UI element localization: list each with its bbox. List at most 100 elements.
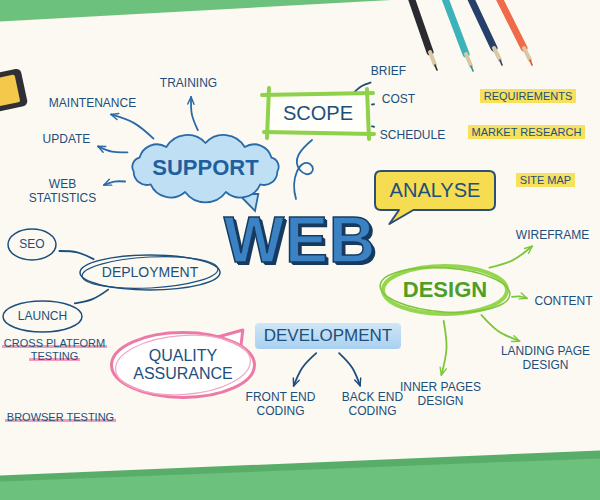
node-label: SUPPORT <box>152 155 258 180</box>
support-cloud: SUPPORT <box>123 134 288 202</box>
connector-arrow <box>372 103 374 105</box>
node-label: WEB STATISTICS <box>29 177 97 205</box>
connector-arrow <box>294 353 317 386</box>
text-block: MAINTENANCE <box>48 97 137 111</box>
ellipse-outline <box>379 264 512 317</box>
node-label: DEPLOYMENT <box>102 264 198 280</box>
topic-item: MAINTENANCE <box>46 96 139 112</box>
pen-tip <box>466 54 471 66</box>
topic-item: CONTENT <box>532 294 595 310</box>
text-wrap: REQUIREMENTS <box>479 90 577 103</box>
text-wrap: BRIEF <box>370 65 407 79</box>
center-title: WEB <box>224 208 376 272</box>
connector-arrow <box>59 251 93 259</box>
text-wrap: BROWSER TESTING <box>4 411 117 424</box>
text-block: QUALITY ASSURANCE <box>133 347 234 384</box>
text-block: CONTENT <box>534 295 593 309</box>
text-block: WEB STATISTICS <box>28 178 97 206</box>
pens <box>405 0 532 71</box>
connector-arrow <box>372 125 374 127</box>
node-label: WIREFRAME <box>516 228 589 242</box>
text-block: BACK END CODING <box>341 391 404 419</box>
text-wrap: WEB STATISTICS <box>28 178 97 206</box>
topic-ellipse: LAUNCH <box>2 300 83 333</box>
text-wrap: MARKET RESEARCH <box>467 126 586 139</box>
node-label: INNER PAGES DESIGN <box>400 380 481 408</box>
topic-item: WEB STATISTICS <box>26 177 99 207</box>
tablet-body <box>0 68 28 123</box>
node-label: SITE MAP <box>516 173 575 187</box>
topic-item: LANDING PAGE DESIGN <box>498 344 593 374</box>
cloud-outline <box>132 135 278 202</box>
pen-nib <box>530 60 532 65</box>
text-block: LANDING PAGE DESIGN <box>500 345 591 373</box>
text-block: ANALYSE <box>389 179 481 202</box>
text-block: INNER PAGES DESIGN <box>399 381 482 409</box>
pen-nib <box>471 66 473 71</box>
connector-arrow <box>111 114 154 138</box>
tablet-icon <box>0 68 28 123</box>
ellipse-outline <box>383 266 507 314</box>
connector-arrow <box>489 246 532 267</box>
paper-sheet <box>0 0 600 476</box>
text-block: FRONT END CODING <box>245 391 316 419</box>
connector-arrow <box>98 146 128 152</box>
text-wrap: SUPPORT <box>152 155 260 180</box>
text-block: CROSS PLATFORM TESTING <box>1 337 108 362</box>
topic-item: BACK END CODING <box>339 390 406 420</box>
text-wrap: WIREFRAME <box>515 229 590 243</box>
node-label: UPDATE <box>43 132 91 146</box>
underlined-item: BROWSER TESTING <box>2 410 119 425</box>
deployment-ellipse: DEPLOYMENT <box>79 254 221 291</box>
node-label: LAUNCH <box>18 309 67 323</box>
topic-ellipse: SEO <box>7 228 57 261</box>
scope-fill <box>268 94 368 133</box>
topic-item: INNER PAGES DESIGN <box>397 380 484 410</box>
text-wrap: UPDATE <box>42 133 91 147</box>
text-wrap: QUALITY ASSURANCE <box>133 347 234 384</box>
node-label: CONTENT <box>535 294 593 308</box>
development-band: DEVELOPMENT <box>255 323 401 349</box>
connector-arrow <box>481 315 519 341</box>
node-label: COST <box>382 92 415 106</box>
ellipse-outline <box>8 229 56 260</box>
node-label: REQUIREMENTS <box>480 89 577 103</box>
node-label: SCOPE <box>283 102 353 124</box>
node-label: LANDING PAGE DESIGN <box>501 344 590 372</box>
text-block: SCHEDULE <box>379 129 446 143</box>
connector-arrow <box>191 97 198 130</box>
text-wrap: FRONT END CODING <box>245 391 316 419</box>
text-wrap: SCOPE <box>282 102 354 125</box>
topic-item: TRAINING <box>157 76 220 92</box>
connector-arrow <box>104 181 125 185</box>
bubble-outline <box>114 331 253 399</box>
node-label: SEO <box>19 237 44 251</box>
text-wrap: LAUNCH <box>17 310 68 324</box>
highlighted-item: REQUIREMENTS <box>477 89 579 104</box>
ellipse-outline <box>81 253 218 291</box>
scope-stroke <box>264 132 374 134</box>
node-label: SCHEDULE <box>380 128 445 142</box>
text-wrap: SCHEDULE <box>379 129 446 143</box>
connector-arrow <box>441 321 446 375</box>
node-label: TRAINING <box>160 76 217 90</box>
text-block: WIREFRAME <box>515 229 590 243</box>
text-wrap: LANDING PAGE DESIGN <box>500 345 591 373</box>
bubble-outline <box>375 171 495 224</box>
text-block: BROWSER TESTING <box>4 411 117 424</box>
node-label: QUALITY ASSURANCE <box>133 347 233 382</box>
pen-teal <box>438 0 466 54</box>
text-block: LAUNCH <box>17 310 68 324</box>
text-block: BRIEF <box>370 65 407 79</box>
ellipse-outline <box>3 301 82 332</box>
pen-tip <box>494 48 500 60</box>
highlighted-item: SITE MAP <box>513 173 578 188</box>
text-block: SEO <box>19 238 46 252</box>
node-label: CROSS PLATFORM TESTING <box>2 337 107 362</box>
text-wrap: CONTENT <box>534 295 593 309</box>
topic-item: WIREFRAME <box>513 228 592 244</box>
topic-item: BRIEF <box>368 64 409 80</box>
highlighted-item: MARKET RESEARCH <box>465 125 588 140</box>
ellipse-outline <box>80 255 220 290</box>
